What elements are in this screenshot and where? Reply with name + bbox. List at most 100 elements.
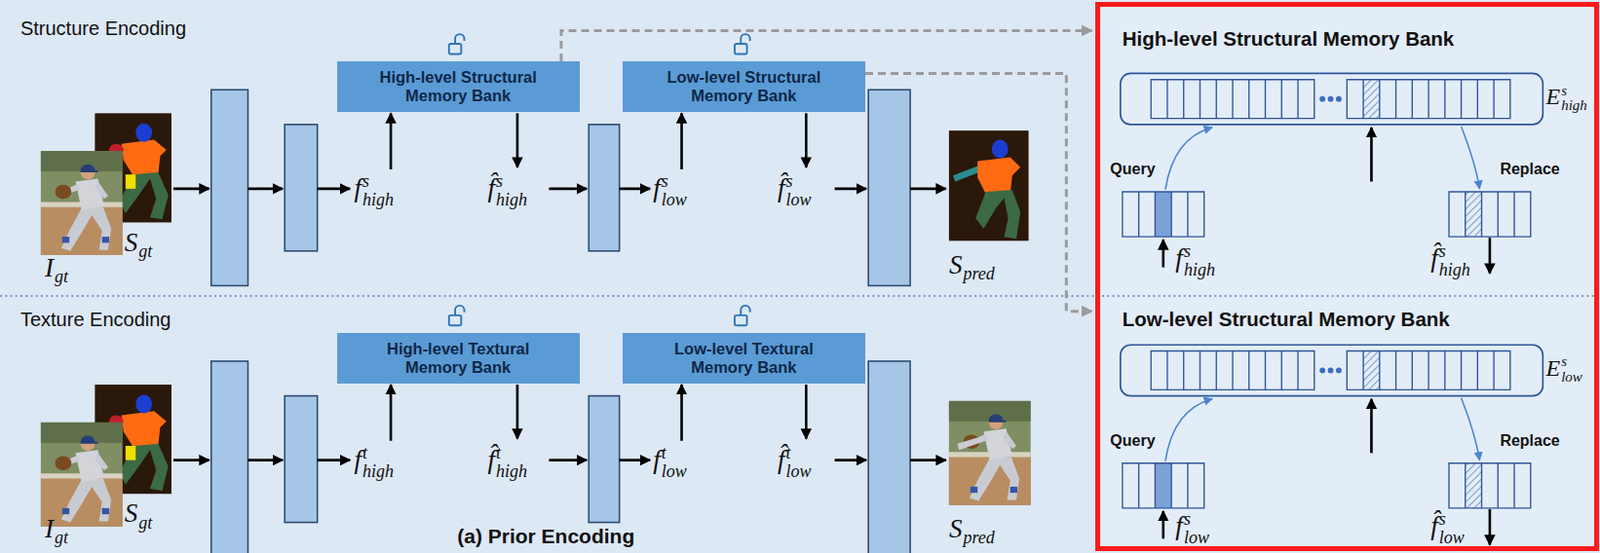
texture-pipeline [40,305,947,553]
math-symbol: f̂slow [777,172,812,210]
math-symbol: f̂tlow [777,444,812,482]
label-text: (a) Prior Encoding [457,526,635,549]
script-stack: tlow [785,444,811,482]
math-symbol: Eshigh [1545,83,1587,115]
script-stack: shigh [1183,242,1216,280]
text-label: Query [1109,160,1155,179]
subscript: gt [54,529,69,549]
superscript: s [1183,242,1216,262]
text-label: (a) Prior Encoding [457,526,635,549]
math-base: f [1175,243,1183,273]
superscript: s [1183,510,1210,530]
math-base: f̂ [1430,511,1439,541]
subscript: pred [962,529,994,549]
subscript: gt [54,266,69,287]
label-text: Texture Encoding [20,308,172,331]
script-stack: shigh [1439,242,1471,280]
math-base: f̂ [1430,243,1439,273]
math-symbol: f̂thigh [488,444,529,482]
math-symbol: fslow [1175,510,1210,548]
math-base: I [44,514,54,544]
text-label: Texture Encoding [20,308,172,331]
math-symbol: Eslow [1545,355,1582,387]
math-symbol: fslow [652,172,687,210]
math-base: f [652,173,661,203]
memory-bank-box: Low-level Textural Memory Bank [622,333,866,384]
math-base: S [949,514,963,544]
panel-heading: Low-level Structural Memory Bank [1122,307,1450,332]
math-base: E [1545,83,1561,110]
subscript: low [1183,529,1210,548]
math-symbol: f̂slow [1430,510,1465,548]
math-symbol: Sgt [124,501,153,533]
memory-bank-box: Low-level Structural Memory Bank [622,61,866,113]
subscript: low [661,462,687,482]
math-symbol: Igt [44,516,69,547]
math-base: f̂ [777,173,786,203]
text-label: Structure Encoding [20,17,187,39]
structure-pipeline [40,34,947,286]
subscript: low [785,190,811,210]
math-base: f̂ [488,173,496,203]
script-stack: slow [785,172,811,210]
label-text: Query [1109,160,1155,178]
text-label: Replace [1499,432,1560,451]
script-stack: slow [661,172,687,210]
box-label: High-level Textural Memory Bank [360,340,556,378]
math-symbol: Spred [949,252,995,283]
math-base: f [353,173,362,203]
math-base: E [1545,355,1561,381]
superscript: s [1439,242,1471,262]
high-level-bank-illustration [1120,73,1544,273]
superscript: s [785,172,811,191]
superscript: s [495,172,528,191]
math-base: S [124,228,139,258]
script-stack: shigh [362,172,394,210]
reconstructed-photo [949,401,1031,506]
label-text: Query [1109,432,1155,450]
math-base: f̂ [488,445,496,475]
dashed-connector [561,30,1093,61]
script-stack: slow [1439,510,1465,548]
label-text: Structure Encoding [20,17,187,39]
memory-bank-detail-panel: High-level Structural Memory BankLow-lev… [1095,1,1600,552]
math-symbol: fshigh [1175,242,1216,280]
subscript: high [362,190,394,210]
math-symbol: Spred [949,516,995,547]
script-stack: slow [1561,355,1583,387]
superscript: t [785,444,811,463]
low-level-bank-illustration [1120,344,1544,545]
script-stack: thigh [362,444,394,482]
subscript: high [1439,261,1471,280]
box-label: High-level Structural Memory Bank [360,68,556,106]
subscript: high [362,462,394,482]
label-text: Replace [1499,432,1560,450]
math-base: I [44,253,54,283]
math-symbol: Igt [44,255,69,286]
script-stack: shigh [1561,83,1588,115]
subscript: high [1561,99,1588,115]
subscript: low [1439,529,1465,548]
superscript: s [1561,83,1588,100]
box-label: Low-level Structural Memory Bank [646,68,841,106]
script-stack: tlow [661,444,687,482]
subscript: gt [138,513,153,534]
subscript: low [1561,370,1583,386]
text-label: Query [1109,432,1155,451]
subscript: pred [962,264,994,284]
superscript: t [661,444,687,463]
math-symbol: f̂shigh [1430,242,1471,280]
subscript: low [785,462,811,482]
math-symbol: f̂shigh [488,172,529,210]
dashed-connector [865,73,1093,311]
subscript: low [661,190,687,210]
subscript: high [1183,261,1216,280]
superscript: t [362,444,394,463]
math-symbol: Sgt [124,229,153,261]
superscript: s [362,172,394,191]
superscript: s [1439,510,1465,530]
math-symbol: fshigh [353,172,394,210]
script-stack: shigh [495,172,528,210]
superscript: t [495,444,528,463]
